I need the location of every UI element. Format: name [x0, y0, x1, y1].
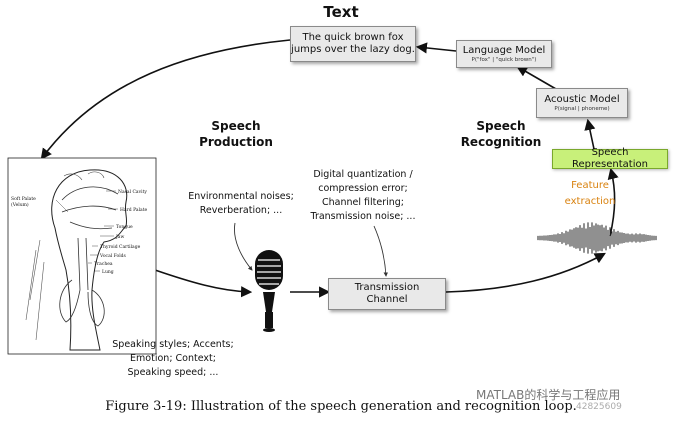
transmission-channel-box: Transmission Channel [328, 278, 446, 310]
watermark: MATLAB的科学与工程应用 [476, 388, 621, 402]
environmental-noise-line-2: Reverberation; ... [199, 205, 283, 216]
label-trachea: Trachea [94, 261, 113, 267]
digital-noise-line-1: Digital quantization / [313, 169, 413, 180]
arrow-acoustic-to-language [516, 65, 557, 90]
label-vocal-folds: Vocal Folds [99, 253, 127, 259]
arrow-anatomy-to-mic [154, 269, 253, 298]
audio-waveform [537, 222, 657, 254]
speaking-styles-line-2: Emotion; Context; [130, 353, 216, 364]
acoustic-model-box: Acoustic Model P(signal | phoneme) [536, 88, 628, 118]
digital-noise-line-3: Channel filtering; [321, 197, 404, 208]
label-jaw: Jaw [115, 234, 124, 240]
text-title: Text [323, 3, 359, 21]
speech-recognition-heading: Speech Recognition [456, 118, 546, 150]
digital-noise-note: Digital quantization / compression error… [304, 168, 422, 224]
speech-production-line-1: Speech [211, 119, 261, 133]
label-velum: (Velum) [11, 201, 29, 208]
language-model-box: Language Model P("fox" | "quick brown") [456, 40, 552, 68]
label-lung: Lung [102, 269, 114, 275]
arrow-digital-to-channel [373, 225, 389, 277]
arrow-channel-to-waveform [445, 252, 606, 293]
speaking-styles-line-3: Speaking speed; ... [127, 367, 219, 378]
environmental-noise-line-1: Environmental noises; [188, 191, 294, 202]
speaking-styles-note: Speaking styles; Accents; Emotion; Conte… [108, 338, 238, 380]
transmission-channel-line-2: Channel [366, 294, 408, 305]
watermark-id: 42825609 [576, 402, 622, 412]
speaking-styles-line-1: Speaking styles; Accents; [112, 339, 234, 350]
arrow-noise-to-mic [234, 222, 253, 271]
text-output-box: The quick brown fox jumps over the lazy … [290, 26, 416, 62]
label-hard-palate: Hard Palate [120, 207, 148, 213]
environmental-noise-note: Environmental noises; Reverberation; ... [180, 190, 302, 218]
speech-representation-title: Speech Representation [572, 147, 648, 170]
transmission-channel-line-1: Transmission [354, 282, 420, 293]
speech-representation-box: Speech Representation [552, 147, 668, 170]
arrow-text-to-anatomy [40, 39, 291, 160]
feature-extraction-line-1: Feature [571, 180, 609, 191]
digital-noise-line-2: compression error; [318, 183, 408, 194]
language-model-title: Language Model [462, 44, 546, 56]
arrow-language-to-text [415, 42, 457, 54]
arrow-waveform-to-rep [607, 167, 619, 237]
feature-extraction-line-2: extraction [564, 196, 616, 207]
label-thyroid-cartilage: Thyroid Cartilage [100, 244, 141, 250]
label-soft-palate: Soft Palate [11, 196, 36, 202]
figure-caption: Figure 3-19: Illustration of the speech … [105, 399, 577, 414]
speech-production-heading: Speech Production [196, 118, 276, 150]
speech-production-line-2: Production [199, 135, 273, 149]
acoustic-model-title: Acoustic Model [544, 93, 620, 105]
digital-noise-line-4: Transmission noise; ... [310, 211, 416, 222]
speech-recognition-line-1: Speech [476, 119, 526, 133]
language-model-formula: P("fox" | "quick brown") [471, 56, 537, 63]
acoustic-model-formula: P(signal | phoneme) [554, 105, 610, 112]
feature-extraction-label: Feature extraction [558, 178, 622, 210]
text-line-2: jumps over the lazy dog. [291, 44, 415, 55]
vocal-tract-illustration: Soft Palate (Velum) Nasal Cavity Hard Pa… [7, 157, 157, 355]
text-line-1: The quick brown fox [302, 32, 404, 43]
arrow-rep-to-acoustic [584, 118, 596, 150]
label-nasal-cavity: Nasal Cavity [118, 189, 147, 195]
microphone-icon [255, 250, 283, 332]
speech-recognition-line-2: Recognition [460, 135, 542, 149]
label-tongue: Tongue [116, 224, 133, 230]
